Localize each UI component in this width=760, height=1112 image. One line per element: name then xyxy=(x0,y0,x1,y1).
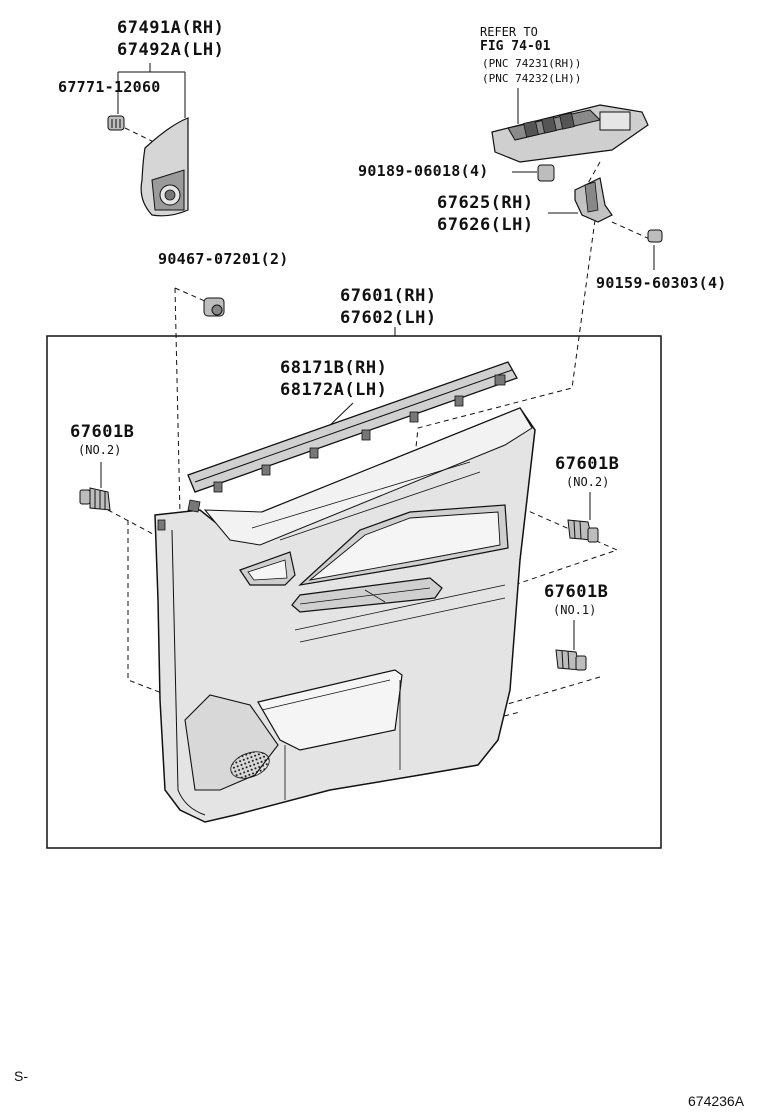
footer-figure-number: 674236A xyxy=(688,1093,745,1109)
nut-label: 90189-06018(4) xyxy=(358,162,489,180)
trim-ornament-lh-label: 67492A(LH) xyxy=(117,40,225,60)
screw-icon xyxy=(107,115,125,131)
weatherstrip-lh-label: 68172A(LH) xyxy=(280,380,388,400)
clip-left-label: 67601B xyxy=(70,422,135,442)
trim-board-lh-label: 67602(LH) xyxy=(340,308,437,328)
bracket-lh-label: 67626(LH) xyxy=(437,215,534,235)
nut-icon xyxy=(537,164,555,182)
bracket-rh-label: 67625(RH) xyxy=(437,193,534,213)
clip-right-lower-label: 67601B xyxy=(544,582,609,602)
belt-moulding xyxy=(187,361,518,493)
refer-line2: FIG 74-01 xyxy=(480,39,551,54)
clip-right-lower-note: (NO.1) xyxy=(553,603,597,617)
panel-screw-label: 90467-07201(2) xyxy=(158,250,289,268)
switch-bracket xyxy=(574,177,613,223)
clip-right-upper-note: (NO.2) xyxy=(566,475,610,489)
clip-left-note: (NO.2) xyxy=(78,443,122,457)
footer-left-code: S- xyxy=(14,1068,28,1084)
trim-ornament-rh-label: 67491A(RH) xyxy=(117,18,225,38)
assembly-frame xyxy=(46,335,662,849)
refer-line3: (PNC 74231(RH)) xyxy=(482,57,582,70)
clip-right-lower-icon xyxy=(555,649,587,671)
weatherstrip-rh-label: 68171B(RH) xyxy=(280,358,388,378)
refer-line4: (PNC 74232(LH)) xyxy=(482,72,582,85)
panel-screw-icon xyxy=(203,297,225,317)
corner-trim-ornament xyxy=(140,117,189,217)
clip-right-upper-icon xyxy=(567,519,599,543)
bracket-screw-icon xyxy=(647,229,663,243)
clip-right-upper-label: 67601B xyxy=(555,454,620,474)
clip-left-icon xyxy=(79,487,111,511)
window-switch xyxy=(491,104,649,163)
trim-board-rh-label: 67601(RH) xyxy=(340,286,437,306)
door-trim-board xyxy=(154,407,536,823)
bracket-screw-label: 90159-60303(4) xyxy=(596,274,727,292)
ornament-screw-label: 67771-12060 xyxy=(58,78,161,96)
refer-line1: REFER TO xyxy=(480,25,538,39)
